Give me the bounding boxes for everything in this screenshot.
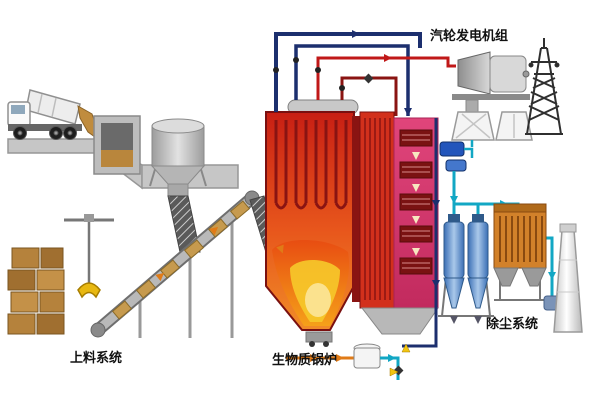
bag-filter [493,203,547,301]
bottom-piping [155,223,411,380]
diagram-labels: 汽轮发电机组 上料系统 生物质锅炉 除尘系统 [70,28,538,368]
silo-discharge-chute [167,195,201,253]
bag-filter-body [493,211,547,269]
heat-exchanger-banks [399,129,433,275]
feedwater-fan-units [439,140,474,172]
second-pass-tubes [364,118,391,300]
condenser [451,111,533,141]
downcomer-pipe [402,118,440,348]
flame-core [305,283,331,317]
label-feeding-system: 上料系统 [70,350,122,366]
cyclone-separators [438,214,494,324]
truck-bed [25,89,81,125]
truck-chassis [8,124,82,131]
truck-wheels [13,126,77,140]
convection-pass [393,117,439,309]
dump-truck [7,89,104,144]
label-biomass-boiler: 生物质锅炉 [272,352,337,368]
turbine-base [452,94,530,100]
grab-claw [77,282,101,299]
furnace-divider-wall [352,116,360,302]
label-turbine-generator-unit: 汽轮发电机组 [430,28,508,44]
truck-window [11,105,25,114]
drain-tank [353,347,381,369]
steam-turbine [457,51,491,95]
receiving-pit [93,115,141,175]
bale-stack [7,247,65,335]
feed-silo [149,118,207,253]
boiler-ash-hopper [360,307,439,335]
grab-crane [64,214,114,299]
label-dust-removal-system: 除尘系统 [486,316,538,332]
chimney [553,223,583,333]
biomass-boiler [265,99,439,347]
ash-cart [305,331,333,347]
transmission-tower [525,38,563,135]
inclined-conveyor [90,190,260,338]
turbine-generator-unit [451,51,533,141]
navy-steam-pipe-inner [294,44,410,116]
pit-material [101,150,133,167]
valve [363,73,374,84]
generator [489,55,527,93]
conveyor-bales [111,200,251,320]
furnace-hanging-tubes [274,120,348,210]
